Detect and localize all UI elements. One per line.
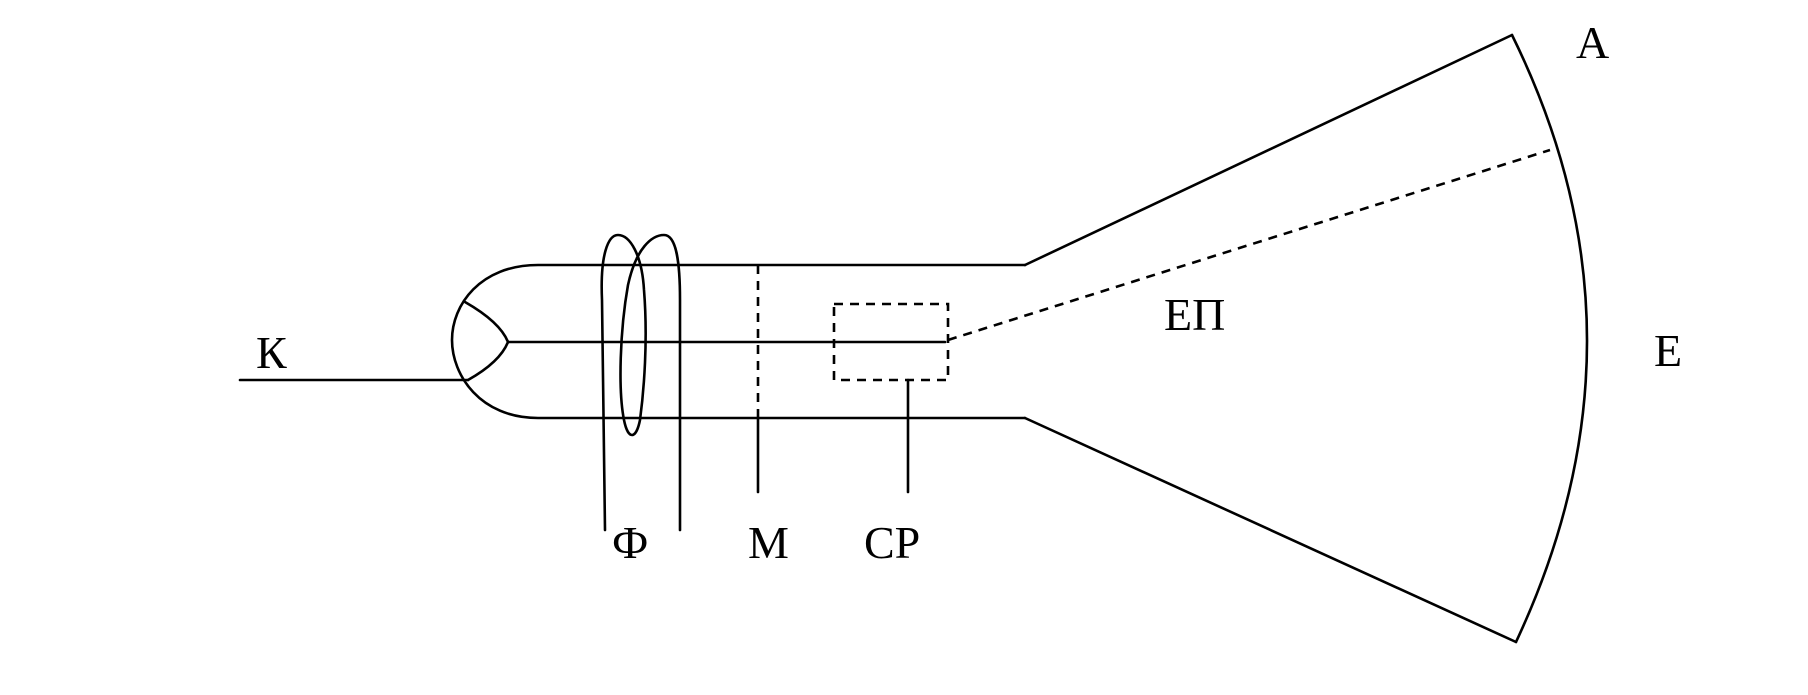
funnel-bottom bbox=[1023, 416, 1518, 644]
label-cp: СР bbox=[864, 517, 920, 568]
label-a: А bbox=[1576, 17, 1609, 68]
cathode-element bbox=[463, 300, 510, 382]
funnel-top bbox=[1023, 33, 1514, 267]
label-k: К bbox=[256, 327, 287, 378]
tube-neck bbox=[450, 263, 1027, 420]
screen-curve bbox=[1510, 33, 1589, 644]
label-phi: Ф bbox=[612, 517, 648, 568]
focus-coil-left bbox=[600, 233, 682, 532]
label-m: М bbox=[748, 517, 789, 568]
deflection-system-box bbox=[832, 302, 950, 382]
label-e: Е bbox=[1654, 325, 1682, 376]
label-ep: ЕП bbox=[1164, 289, 1225, 340]
electron-beam-path bbox=[947, 148, 1551, 342]
